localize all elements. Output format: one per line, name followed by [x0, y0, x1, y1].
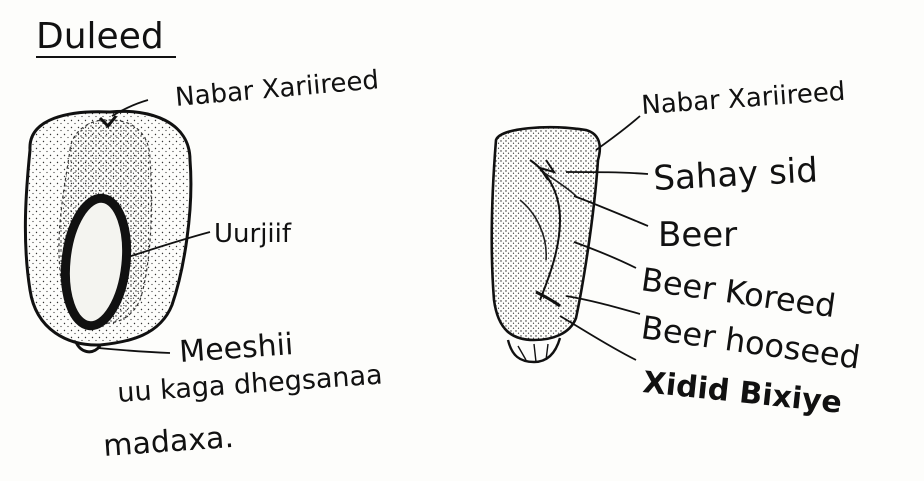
label-beer: Beer: [658, 215, 737, 255]
label-xidid-bixiye: Xidid Bixiye: [641, 365, 843, 421]
label-sahay-sid: Sahay sid: [652, 150, 818, 199]
label-meeshii: Meeshii: [178, 327, 294, 370]
label-uu-kaga: uu kaga dhegsanaa: [116, 360, 383, 409]
right-seed-body: [492, 127, 600, 340]
leader-xidid-bixiye: [560, 316, 636, 360]
label-nabar-xariireed-right: Nabar Xariireed: [640, 77, 846, 121]
leader-meeshii: [98, 348, 170, 353]
left-seed-figure: [25, 111, 191, 351]
diagram-title: Duleed: [36, 16, 164, 57]
label-madaxa: madaxa.: [102, 420, 235, 464]
label-uurjiif: Uurjiif: [214, 219, 292, 249]
label-nabar-xariireed-left: Nabar Xariireed: [174, 65, 380, 113]
leader-nabar-right: [596, 116, 640, 150]
